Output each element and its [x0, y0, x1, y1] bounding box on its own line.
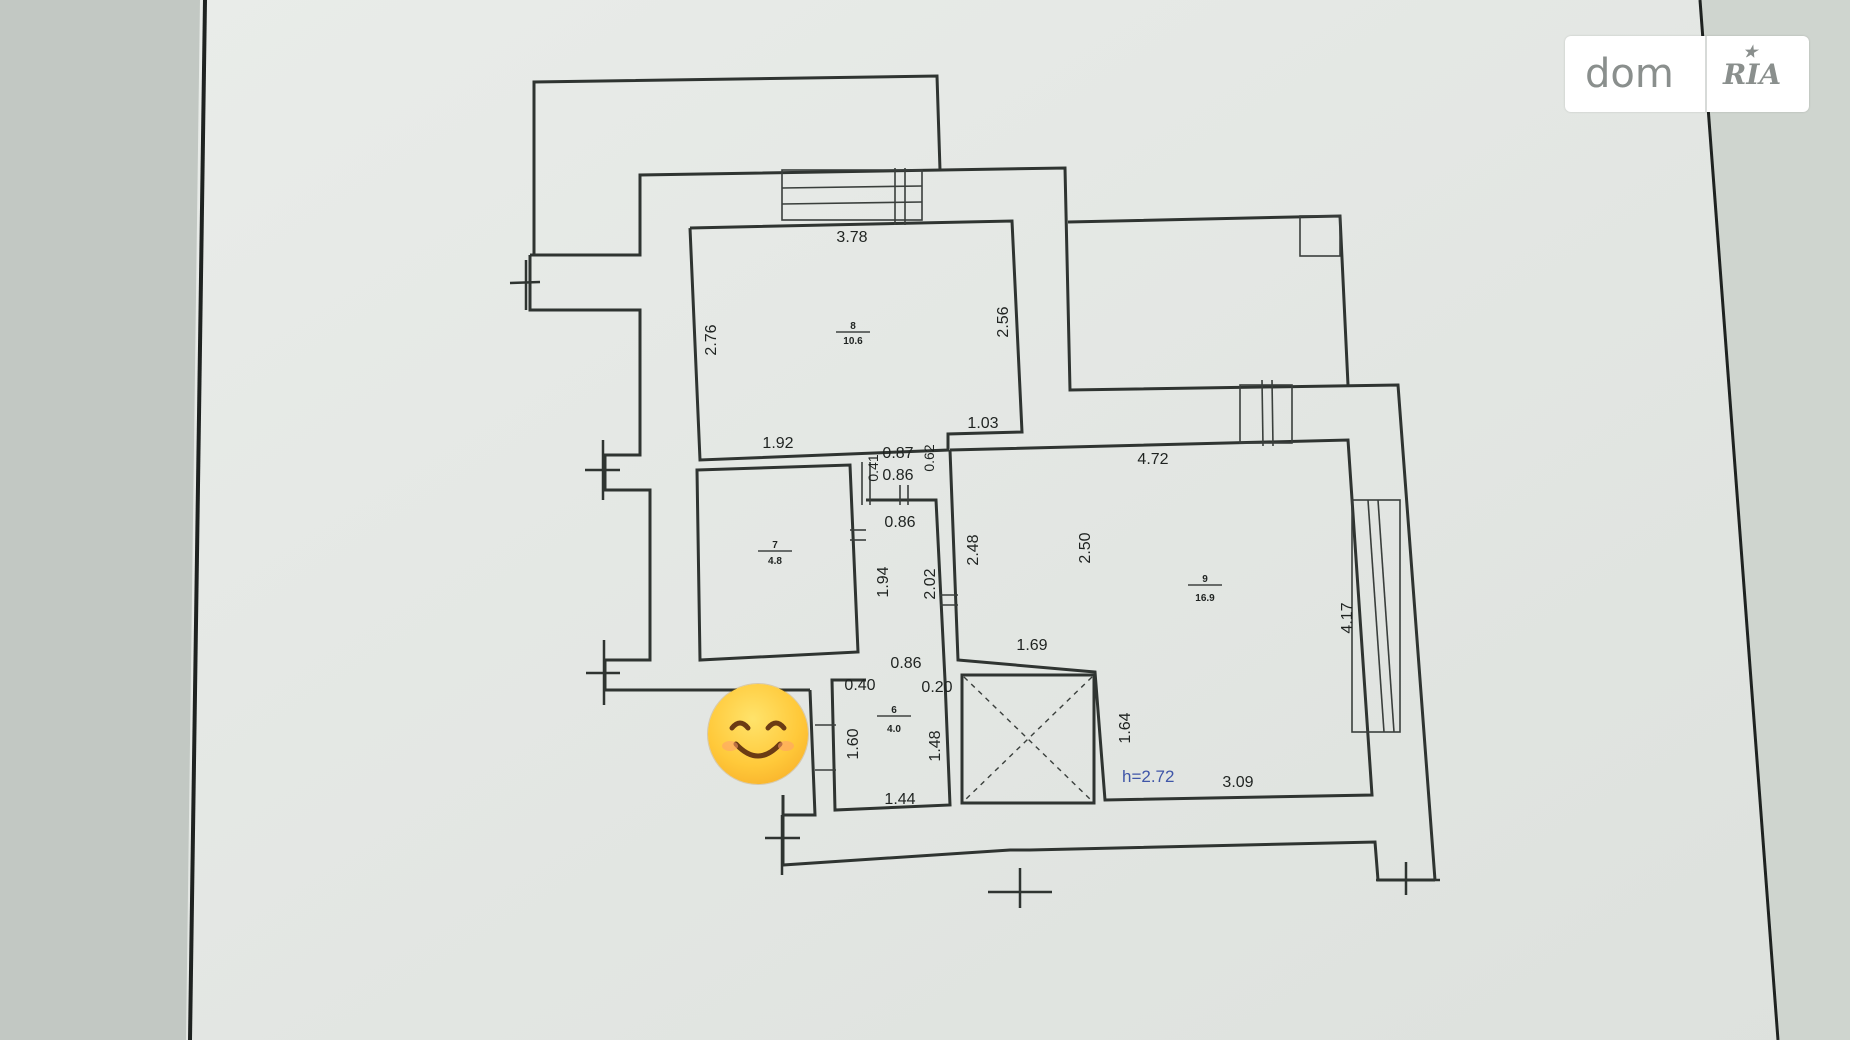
- room-6-walls: [830, 498, 952, 812]
- dim-4-72: 4.72: [1137, 451, 1168, 468]
- logo-text-ria: ★ RIA: [1707, 42, 1782, 91]
- smiley-face-drawing: [722, 720, 794, 759]
- svg-text:6: 6: [891, 705, 897, 716]
- ceiling-height: h=2.72: [1122, 767, 1174, 786]
- balcony-post: [1299, 215, 1341, 257]
- dim-0-86-b: 0.86: [884, 514, 915, 531]
- outer-wall-top: [530, 166, 1437, 881]
- smiley-face-icon: [708, 684, 808, 784]
- logo-text-dom: dom: [1585, 51, 1674, 97]
- dim-1-48: 1.48: [927, 730, 944, 761]
- room-label-7: 7 4.8: [758, 540, 792, 567]
- dim-3-09: 3.09: [1222, 774, 1253, 791]
- room-7-walls: [695, 463, 860, 662]
- svg-text:9: 9: [1202, 574, 1208, 585]
- binding-line-left: [188, 0, 207, 1040]
- right-page-edge: [1700, 0, 1850, 1040]
- dim-1-64: 1.64: [1117, 712, 1134, 743]
- svg-text:7: 7: [772, 540, 778, 551]
- dim-2-76: 2.76: [703, 324, 720, 355]
- frame-line-right: [1698, 0, 1780, 1040]
- room-label-9: 9 16.9: [1188, 574, 1222, 604]
- dim-1-44: 1.44: [884, 791, 915, 808]
- room-9-walls: [948, 438, 1374, 802]
- logo-divider: [1705, 36, 1707, 112]
- domria-watermark-logo: dom ★ RIA: [1565, 36, 1809, 112]
- left-page-edge: [0, 0, 200, 1040]
- paper-sheet: [186, 0, 1850, 1040]
- ventilation-shaft: [960, 673, 1096, 805]
- dim-0-20: 0.20: [921, 679, 952, 696]
- outer-wall-corner: [783, 689, 817, 817]
- dim-0-41: 0.41: [865, 454, 881, 481]
- dim-2-02: 2.02: [922, 568, 939, 599]
- dim-2-56: 2.56: [995, 306, 1012, 337]
- dim-1-03: 1.03: [967, 415, 998, 432]
- svg-text:10.6: 10.6: [843, 336, 863, 347]
- dim-3-78: 3.78: [836, 229, 867, 246]
- dim-0-40: 0.40: [844, 677, 875, 694]
- svg-text:16.9: 16.9: [1195, 593, 1215, 604]
- room-8-walls: [688, 219, 1024, 462]
- room-label-8: 8 10.6: [836, 321, 870, 347]
- dim-1-60: 1.60: [845, 728, 862, 759]
- svg-text:8: 8: [850, 321, 856, 332]
- window-mid: [1239, 379, 1293, 447]
- dim-1-92: 1.92: [762, 435, 793, 452]
- dim-1-94: 1.94: [875, 566, 892, 597]
- dim-0-62: 0.62: [921, 444, 937, 471]
- dim-1-69: 1.69: [1016, 637, 1047, 654]
- top-balcony: [532, 74, 942, 255]
- dim-2-50: 2.50: [1077, 532, 1094, 563]
- svg-text:4.0: 4.0: [887, 724, 901, 735]
- dim-0-87: 0.87: [882, 445, 913, 462]
- axis-ticks: [509, 260, 1440, 908]
- window-right: [1351, 499, 1401, 733]
- svg-text:4.8: 4.8: [768, 556, 782, 567]
- window-top: [781, 168, 923, 225]
- dim-0-86-c: 0.86: [890, 655, 921, 672]
- dim-0-86-a: 0.86: [882, 467, 913, 484]
- dim-4-17: 4.17: [1339, 602, 1356, 633]
- logo-ria-label: RIA: [1723, 57, 1782, 91]
- star-icon: ★: [1743, 41, 1758, 61]
- dim-2-48: 2.48: [965, 534, 982, 565]
- room-label-6: 6 4.0: [877, 705, 911, 735]
